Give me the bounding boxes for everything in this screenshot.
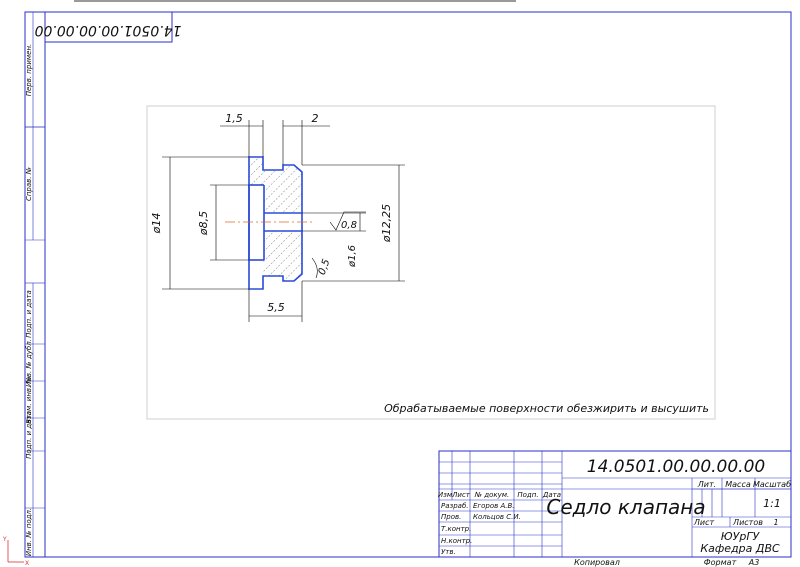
header-col-label: Дата [542,491,561,499]
person-name: Егоров А.В. [473,502,515,510]
left-strip-label: Подп. и дата [25,411,33,459]
scale-value: 1:1 [763,497,781,510]
left-strip-label: Инв. № подл. [25,508,33,556]
technical-note: Обрабатываемые поверхности обезжирить и … [384,402,709,415]
header-col-label: Лист [451,491,471,499]
drawing-viewport [146,105,716,420]
axis-indicator-icon: Y X [2,536,29,567]
left-strip [24,11,46,558]
dimension-lines [162,120,405,322]
left-strip-label: Перв. примен. [25,44,33,97]
role-label: Т.контр. [441,525,471,533]
mass-label: Масса [725,480,751,489]
dim-d125: ø12,25 [380,204,393,243]
role-label: Пров. [441,513,461,521]
top-code-box [44,11,173,43]
header-col-label: Подп. [517,491,538,499]
header-col-label: № докум. [474,491,510,499]
sheet-label: Лист [693,518,715,527]
part-name: Седло клапана [546,495,705,519]
top-code-text: 14.0501.00.00.00.00 [34,22,181,38]
sheets-label: Листов [732,518,763,527]
role-label: Н.контр. [441,537,472,545]
format-label: Формат [704,558,737,567]
org-name: ЮУрГУ [721,530,761,543]
dim-w2: 2 [312,112,319,125]
title-code: 14.0501.00.00.00.00 [587,457,765,477]
org-department: Кафедра ДВС [700,542,780,555]
svg-text:X: X [25,560,29,567]
left-strip-label: Справ. № [25,167,33,201]
left-strip-label: Инв. № дубл. [25,339,33,387]
dim-roughness: 0,8 [341,220,357,231]
role-label: Утв. [441,548,456,556]
dim-d16: ø1,6 [347,245,358,268]
copied-label: Копировал [574,558,620,567]
dim-d85: ø8,5 [197,211,210,236]
person-name: Кольцов С.И. [473,513,521,521]
role-label: Разраб. [441,502,469,510]
header-col-label: Изм [438,491,453,499]
left-strip-label: Взам. инв. № [25,376,33,424]
left-strip-label: Подп. и дата [25,290,33,338]
lit-label: Лит. [697,480,716,489]
format-value: А3 [748,558,760,567]
title-block [438,450,792,558]
sheets-value: 1 [773,518,778,527]
dim-w55: 5,5 [267,301,285,314]
dim-d14: ø14 [150,213,163,235]
dim-chamfer: 0,5 [317,258,333,277]
scale-label: Масштаб [753,480,791,489]
dim-w15: 1,5 [225,112,243,125]
svg-text:Y: Y [2,536,7,543]
part-section [225,156,312,290]
